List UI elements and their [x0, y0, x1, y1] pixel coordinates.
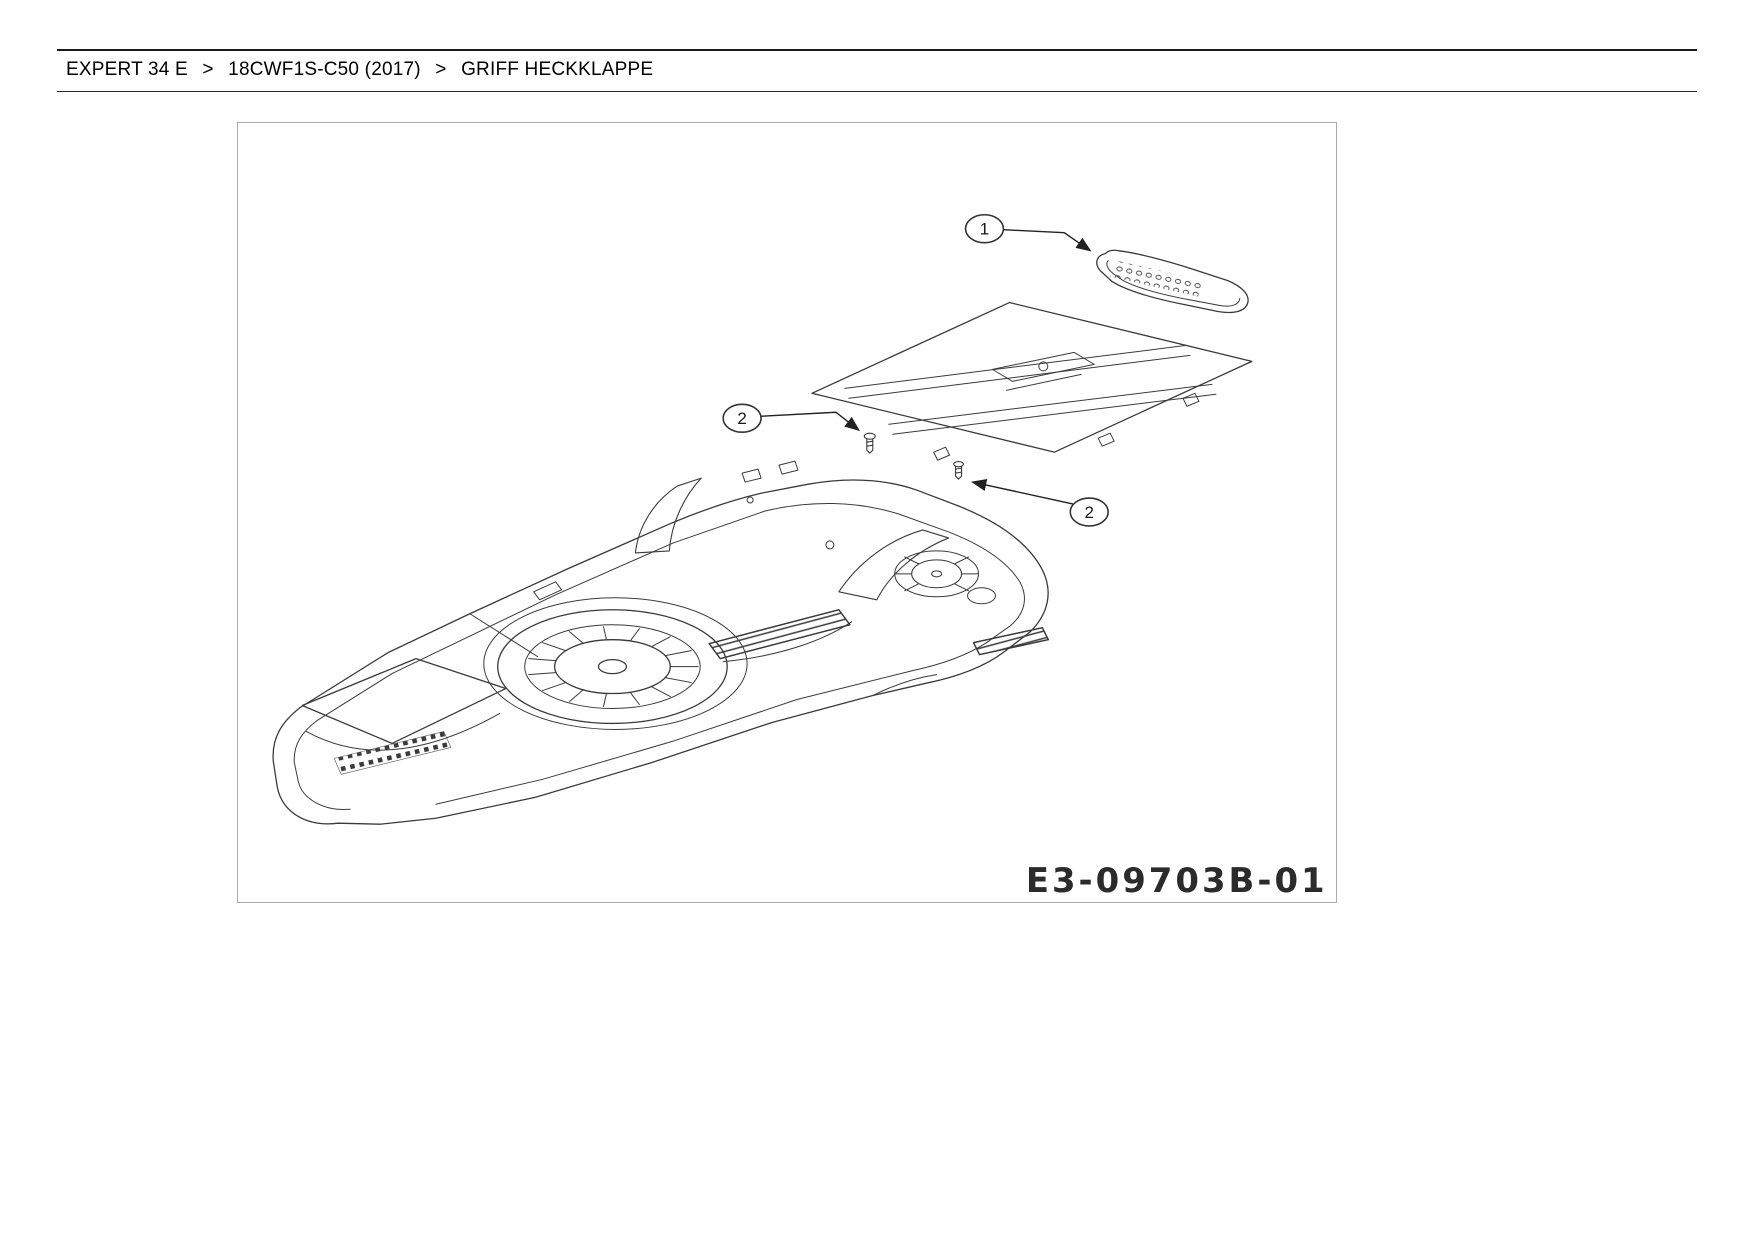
breadcrumb-divider: [57, 91, 1697, 92]
top-divider: [57, 49, 1697, 51]
deck-rib-strip: [708, 609, 851, 660]
callout-1-leader: [1003, 229, 1092, 252]
callout-2-right-leader: [971, 479, 1074, 505]
callout-1-label: 1: [980, 220, 989, 239]
grille-handle-part: [1096, 249, 1249, 314]
fan-blades: [528, 626, 699, 708]
breadcrumb-model[interactable]: EXPERT 34 E: [66, 59, 188, 80]
screw-right-part: [953, 460, 964, 480]
rear-flap-part: [811, 301, 1253, 461]
grille-perforations: [1110, 260, 1204, 297]
callout-1[interactable]: 1: [964, 213, 1092, 252]
front-vent-grid: [333, 731, 452, 775]
breadcrumb-section: GRIFF HECKKLAPPE: [461, 59, 654, 80]
callout-2-left-leader: [761, 411, 861, 432]
breadcrumb: EXPERT 34 E > 18CWF1S-C50 (2017) > GRIFF…: [66, 59, 653, 81]
breadcrumb-variant[interactable]: 18CWF1S-C50 (2017): [228, 59, 421, 80]
breadcrumb-separator: >: [202, 59, 214, 80]
callout-2-right[interactable]: 2: [971, 479, 1109, 527]
parts-diagram-panel: 1 2 2 E3-09703B-01: [237, 122, 1337, 903]
deck-comb-strip: [972, 627, 1049, 656]
callout-2-left-label: 2: [737, 409, 746, 428]
drawing-number: E3-09703B-01: [1026, 861, 1328, 900]
callout-2-right-label: 2: [1085, 503, 1094, 522]
callout-2-left[interactable]: 2: [722, 403, 861, 434]
mower-deck-drawing: [272, 460, 1049, 825]
breadcrumb-separator: >: [435, 59, 447, 80]
exploded-parts-diagram: 1 2 2 E3-09703B-01: [272, 213, 1328, 900]
screw-left-part: [863, 432, 876, 454]
height-adjuster: [894, 550, 996, 605]
